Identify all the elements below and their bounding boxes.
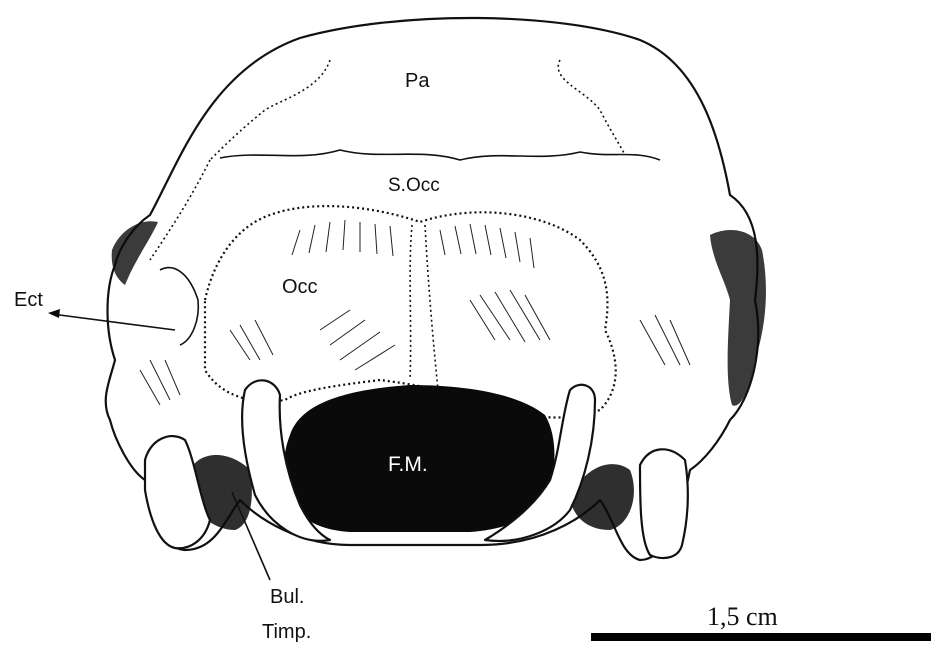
label-parietal: Pa [405,70,430,92]
label-foramen-magnum: F.M. [388,453,428,476]
label-ectotympanic: Ect [14,289,43,311]
label-bulla-line2: Timp. [262,621,311,643]
label-supraoccipital: S.Occ [388,175,440,196]
label-occipital: Occ [282,276,318,298]
label-bulla-line1: Bul. [270,586,304,608]
scale-bar [591,633,931,641]
scale-bar-label: 1,5 cm [707,602,778,631]
ectotympanic-arrowhead [48,309,60,318]
right-paroccipital-process [640,449,688,558]
